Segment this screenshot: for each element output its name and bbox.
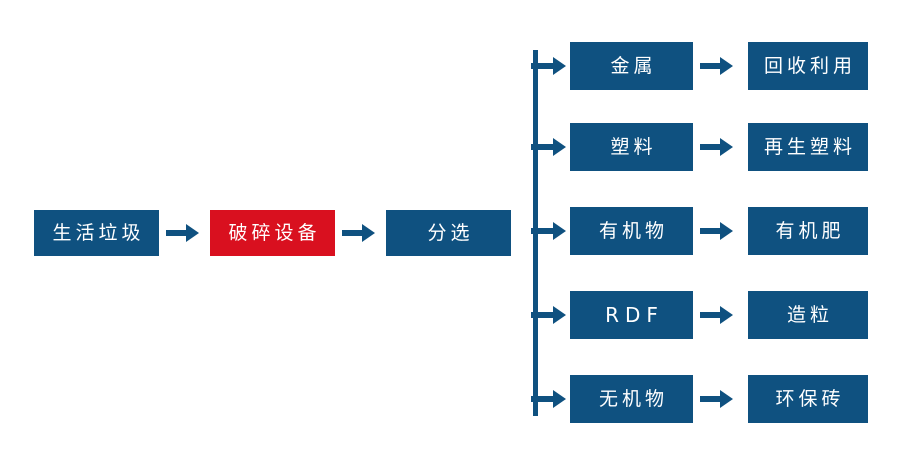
node-material-inorganic[interactable]: 无机物 bbox=[570, 375, 693, 423]
node-product-organic-label: 有机肥 bbox=[775, 219, 845, 242]
node-product-metal-label: 回收利用 bbox=[763, 54, 856, 77]
node-waste[interactable]: 生活垃圾 bbox=[34, 210, 159, 256]
node-product-inorganic-label: 环保砖 bbox=[775, 387, 845, 410]
node-material-metal-label: 金属 bbox=[610, 54, 657, 77]
arrow-right-icon-branch-organic bbox=[531, 216, 567, 246]
node-sorting-label: 分选 bbox=[427, 221, 474, 244]
node-sorting[interactable]: 分选 bbox=[386, 210, 511, 256]
arrow-right-icon-inorganic-to-product bbox=[700, 384, 734, 414]
node-product-plastic[interactable]: 再生塑料 bbox=[748, 123, 868, 171]
arrow-right-icon-metal-to-product bbox=[700, 51, 734, 81]
node-crusher[interactable]: 破碎设备 bbox=[210, 210, 335, 256]
node-product-organic[interactable]: 有机肥 bbox=[748, 207, 868, 255]
arrow-right-icon-crusher-to-sorting bbox=[342, 218, 376, 248]
arrow-right-icon-organic-to-product bbox=[700, 216, 734, 246]
node-material-organic[interactable]: 有机物 bbox=[570, 207, 693, 255]
arrow-right-icon-rdf-to-product bbox=[700, 300, 734, 330]
node-material-plastic[interactable]: 塑料 bbox=[570, 123, 693, 171]
node-material-plastic-label: 塑料 bbox=[610, 135, 657, 158]
node-product-metal[interactable]: 回收利用 bbox=[748, 42, 868, 90]
arrow-right-icon-branch-metal bbox=[531, 51, 567, 81]
arrow-right-icon-branch-rdf bbox=[531, 300, 567, 330]
node-material-rdf[interactable]: RDF bbox=[570, 291, 693, 339]
node-product-rdf-label: 造粒 bbox=[786, 303, 833, 326]
arrow-right-icon-branch-plastic bbox=[531, 132, 567, 162]
arrow-right-icon-branch-inorganic bbox=[531, 384, 567, 414]
node-product-inorganic[interactable]: 环保砖 bbox=[748, 375, 868, 423]
node-crusher-label: 破碎设备 bbox=[228, 221, 321, 244]
node-material-organic-label: 有机物 bbox=[598, 219, 668, 242]
arrow-right-icon-plastic-to-product bbox=[700, 132, 734, 162]
node-product-rdf[interactable]: 造粒 bbox=[748, 291, 868, 339]
arrow-right-icon-waste-to-crusher bbox=[166, 218, 200, 248]
node-material-rdf-label: RDF bbox=[605, 303, 664, 327]
node-waste-label: 生活垃圾 bbox=[52, 221, 145, 244]
node-material-metal[interactable]: 金属 bbox=[570, 42, 693, 90]
node-product-plastic-label: 再生塑料 bbox=[763, 135, 856, 158]
node-material-inorganic-label: 无机物 bbox=[598, 387, 668, 410]
